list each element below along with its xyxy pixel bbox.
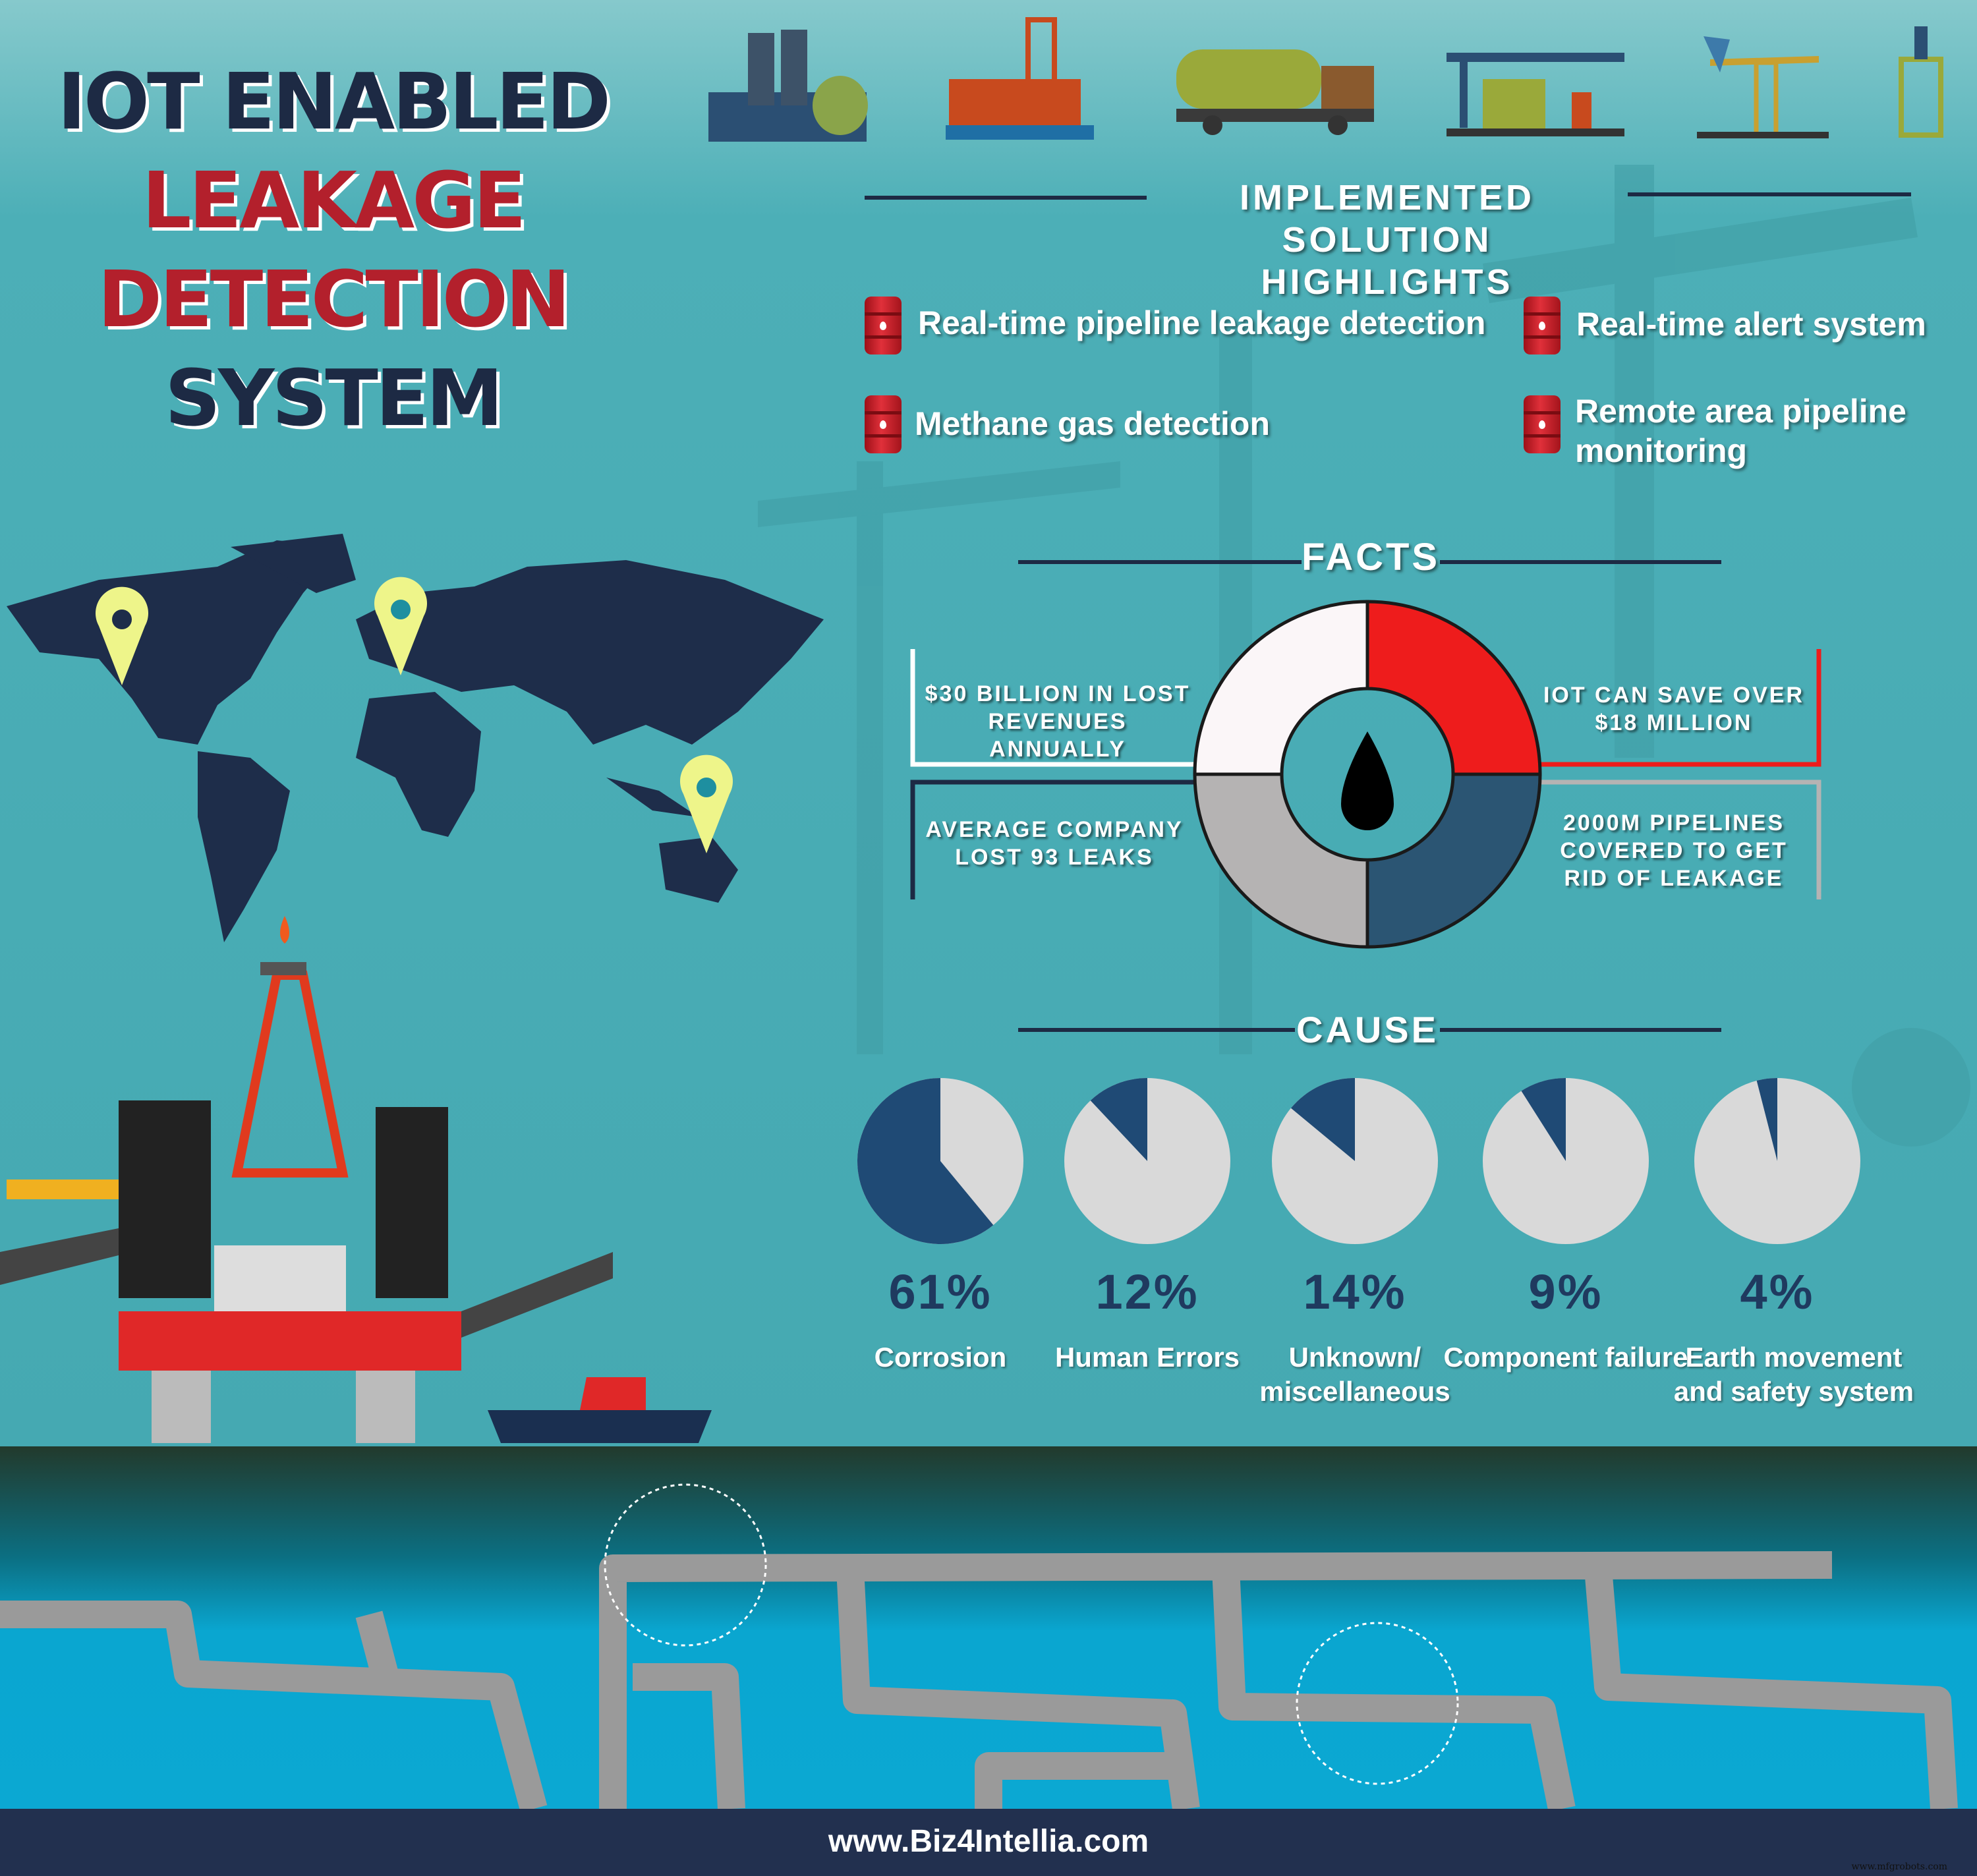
- highlight-item: Remote area pipeline monitoring: [1575, 393, 1906, 469]
- highlights-heading-line2: HIGHLIGHTS: [1261, 262, 1514, 302]
- cause-percent: 9%: [1528, 1265, 1603, 1319]
- fact-text: $30 BILLION IN LOST REVENUES ANNUALLY: [925, 681, 1191, 762]
- pie-slice: [857, 1078, 994, 1245]
- cause-label: Corrosion: [874, 1342, 1007, 1373]
- highlight-item: Methane gas detection: [915, 405, 1270, 442]
- leak-highlight-circle: [604, 1483, 767, 1647]
- top-industry-icons: [708, 17, 1943, 142]
- cause-label: Earth movement and safety system: [1673, 1342, 1914, 1407]
- title-line-1: IOT ENABLED: [57, 56, 611, 147]
- fact-text: 2000M PIPELINES COVERED TO GET RID OF LE…: [1560, 810, 1788, 891]
- fact-bracket: [910, 780, 1196, 899]
- highlights-heading: IMPLEMENTED SOLUTION HIGHLIGHTS: [1147, 177, 1628, 303]
- donut-segment: [1193, 600, 1369, 776]
- map-pins: [96, 577, 733, 853]
- leak-highlight-circle: [1296, 1622, 1459, 1785]
- donut-segment: [1365, 600, 1542, 776]
- highlight-item: Real-time alert system: [1576, 306, 1926, 343]
- section-divider-lines: [865, 192, 1911, 1032]
- footer-url[interactable]: www.Biz4Intellia.com: [828, 1824, 1149, 1859]
- highlight-item: Real-time pipeline leakage detection: [918, 304, 1486, 341]
- title-line-3: DETECTION: [98, 254, 571, 345]
- cause-percent: 12%: [1095, 1265, 1199, 1319]
- fact-bracket: [1539, 780, 1821, 899]
- fact-text: AVERAGE COMPANY LOST 93 LEAKS: [925, 817, 1184, 870]
- title-line-2: LEAKAGE: [142, 155, 526, 246]
- cause-percent: 14%: [1303, 1265, 1407, 1319]
- oil-drop-icon: [1341, 731, 1394, 830]
- pie-slice: [1756, 1078, 1777, 1161]
- oil-barrel-icon: [1524, 395, 1561, 453]
- cause-heading: CAUSE: [1296, 1009, 1439, 1050]
- fact-bracket: [1539, 649, 1821, 767]
- pie-slice: [1521, 1078, 1566, 1161]
- donut-segment: [1365, 772, 1542, 949]
- fact-bracket: [910, 649, 1196, 767]
- fact-text: IOT CAN SAVE OVER $18 MILLION: [1543, 683, 1805, 735]
- facts-donut: [1193, 600, 1542, 949]
- pie-slice: [1290, 1078, 1355, 1161]
- offshore-oil-rig: [0, 916, 712, 1443]
- watermark: www.mfgrobots.com: [1851, 1862, 1947, 1872]
- cause-label: Component failure: [1443, 1342, 1688, 1373]
- highlights-heading-line1: IMPLEMENTED SOLUTION: [1239, 178, 1535, 260]
- world-map: [7, 534, 824, 942]
- oil-barrel-icon: [865, 297, 902, 355]
- cause-pie-charts: [857, 1078, 1860, 1245]
- oil-barrel-icon: [865, 395, 902, 453]
- oil-barrel-icon: [1524, 297, 1561, 355]
- donut-segment: [1193, 772, 1369, 949]
- facts-heading: FACTS: [1302, 536, 1441, 579]
- pie-slice: [1090, 1078, 1147, 1161]
- footer: www.Biz4Intellia.com www.mfgrobots.com: [0, 1809, 1977, 1876]
- pipelines: [0, 1551, 1958, 1813]
- title-line-4: SYSTEM: [165, 353, 503, 443]
- cause-percent: 61%: [888, 1265, 992, 1319]
- cause-percent: 4%: [1740, 1265, 1815, 1319]
- cause-label: Unknown/ miscellaneous: [1259, 1342, 1450, 1407]
- cause-label: Human Errors: [1054, 1342, 1240, 1373]
